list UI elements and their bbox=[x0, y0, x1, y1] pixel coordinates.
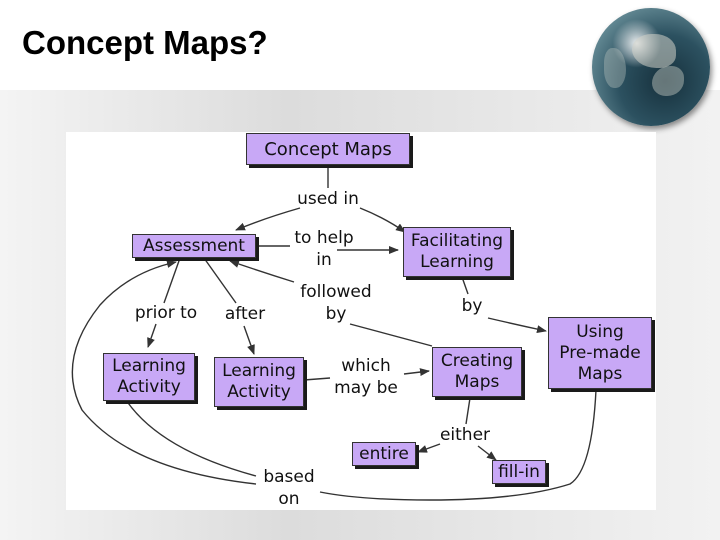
link-arrow bbox=[417, 443, 441, 453]
node-assessment: Assessment bbox=[132, 234, 256, 258]
link-label-used-in: used in bbox=[297, 189, 359, 209]
link-label-to-help-in: to help in bbox=[294, 228, 354, 270]
link-label-after: after bbox=[224, 304, 266, 324]
link-line bbox=[203, 257, 237, 304]
link-arrow bbox=[229, 260, 295, 283]
link-line bbox=[125, 399, 257, 477]
node-fill-in: fill-in bbox=[492, 460, 546, 484]
node-facilitating-learning: Facilitating Learning bbox=[403, 227, 511, 277]
node-learning-activity-1: Learning Activity bbox=[103, 353, 195, 401]
node-using-premade-maps: Using Pre-made Maps bbox=[548, 317, 652, 389]
globe-landmass bbox=[652, 66, 684, 96]
slide-title: Concept Maps? bbox=[22, 24, 268, 61]
node-entire: entire bbox=[352, 442, 416, 466]
node-learning-activity-2: Learning Activity bbox=[214, 357, 304, 407]
link-arrow bbox=[359, 207, 406, 233]
link-label-which-may-be: which may be bbox=[334, 356, 398, 398]
link-arrow bbox=[71, 260, 257, 485]
link-label-prior-to: prior to bbox=[134, 303, 198, 323]
node-concept-maps: Concept Maps bbox=[246, 133, 410, 165]
link-arrow bbox=[403, 368, 430, 377]
link-arrow bbox=[477, 445, 497, 461]
globe-image bbox=[592, 8, 710, 126]
link-label-either: either bbox=[439, 425, 491, 445]
link-line bbox=[303, 377, 331, 381]
link-label-by: by bbox=[461, 296, 483, 316]
link-label-based-on: based on bbox=[263, 467, 315, 509]
link-arrow bbox=[487, 317, 547, 334]
link-arrow bbox=[147, 323, 157, 348]
link-label-followed-by: followed by bbox=[300, 282, 372, 324]
node-creating-maps: Creating Maps bbox=[432, 347, 522, 397]
globe-landmass bbox=[604, 48, 626, 88]
link-line bbox=[349, 323, 433, 347]
link-line bbox=[465, 397, 471, 425]
link-line bbox=[163, 257, 181, 304]
link-arrow bbox=[235, 207, 301, 231]
link-arrow bbox=[243, 325, 255, 355]
globe-landmass bbox=[632, 34, 676, 68]
link-line bbox=[319, 389, 597, 501]
link-line bbox=[461, 276, 469, 295]
